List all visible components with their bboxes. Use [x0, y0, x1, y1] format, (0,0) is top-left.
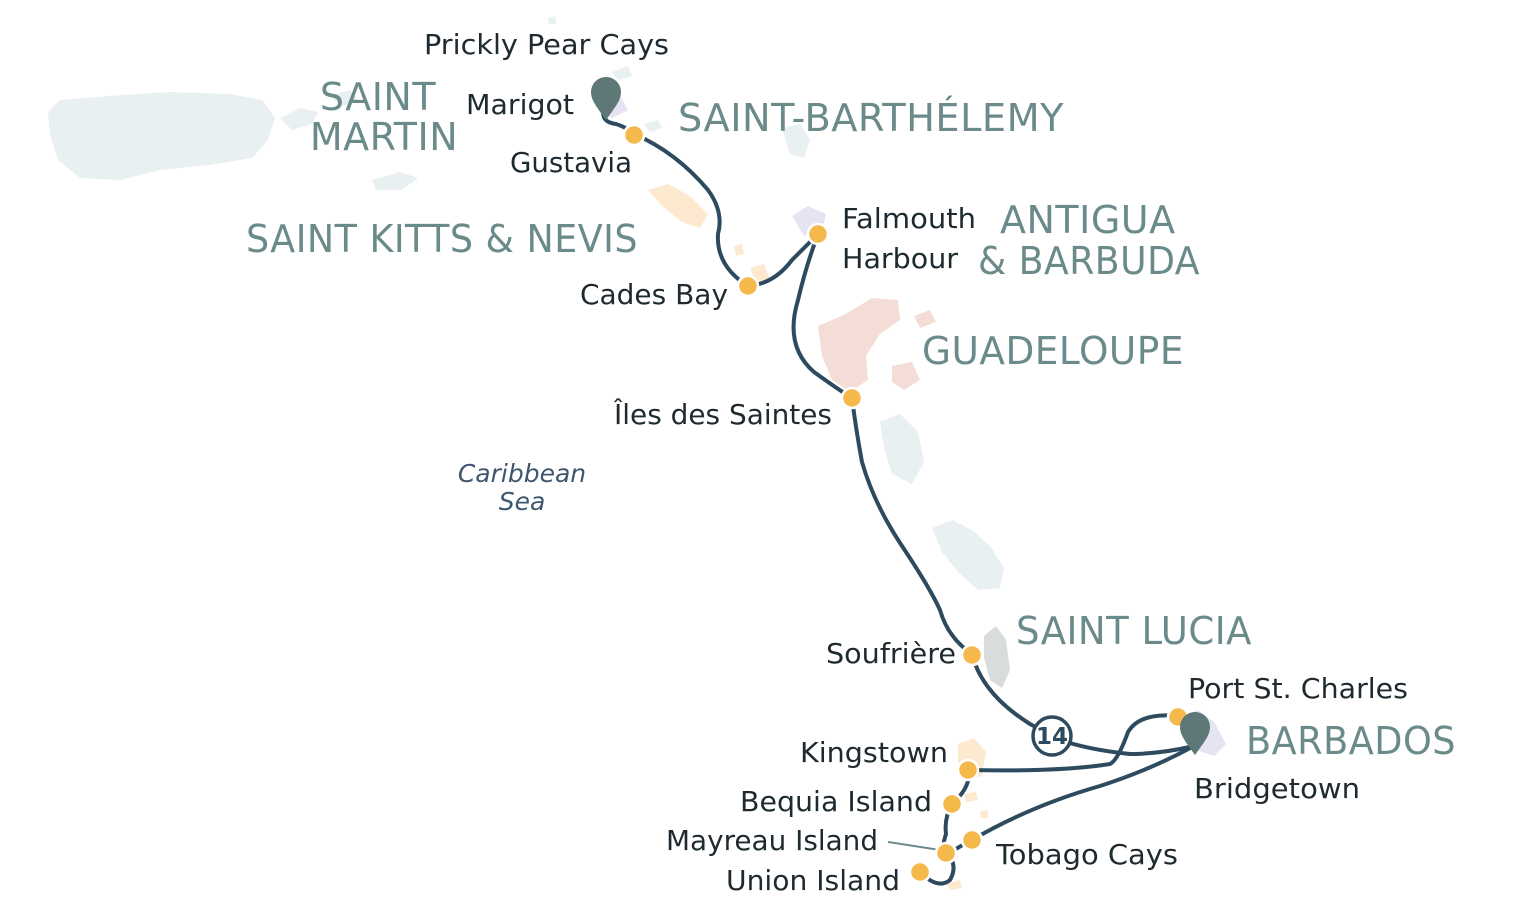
port-dot-bequia-island[interactable] — [940, 792, 964, 816]
label-antigua-line1: ANTIGUA — [1000, 198, 1176, 242]
land-bequia — [964, 792, 978, 802]
label-mayreau-island: Mayreau Island — [666, 824, 878, 857]
land-layer — [48, 16, 1226, 890]
land-virgin-islands-1 — [280, 108, 318, 130]
label-prickly-pear-cays: Prickly Pear Cays — [424, 28, 669, 61]
route-segment-gustavia-cades-bay — [632, 132, 750, 288]
label-saint-martin-line2: MARTIN — [310, 115, 458, 159]
port-labels: Prickly Pear Cays Marigot Gustavia Falmo… — [424, 28, 1408, 897]
label-kingstown: Kingstown — [800, 736, 948, 769]
label-bequia-island: Bequia Island — [740, 785, 932, 818]
map-pin-icon — [591, 77, 621, 120]
land-guadeloupe-grande-terre — [914, 310, 936, 328]
label-saint-lucia: SAINT LUCIA — [1016, 609, 1252, 653]
label-bridgetown: Bridgetown — [1194, 772, 1360, 805]
label-cades-bay: Cades Bay — [580, 278, 728, 311]
label-gustavia: Gustavia — [510, 146, 632, 179]
land-nevis — [734, 244, 744, 256]
label-falmouth-line1: Falmouth — [842, 202, 976, 235]
land-martinique — [932, 520, 1004, 590]
port-dot-iles-des-saintes[interactable] — [840, 386, 864, 410]
label-tobago-cays: Tobago Cays — [995, 838, 1178, 871]
land-saint-barth — [644, 120, 662, 132]
sea-label: Caribbean Sea — [458, 459, 586, 516]
port-dot-cades-bay[interactable] — [736, 274, 760, 298]
port-dot-kingstown[interactable] — [956, 758, 980, 782]
label-union-island: Union Island — [726, 864, 900, 897]
land-saba-statia — [782, 124, 810, 158]
map-pin-icon — [1180, 712, 1210, 755]
land-saint-lucia — [984, 626, 1010, 688]
label-saint-barthelemy: SAINT-BARTHÉLEMY — [678, 96, 1064, 140]
label-marigot: Marigot — [466, 88, 574, 121]
nights-badge-number: 14 — [1036, 724, 1068, 750]
land-dominica — [880, 414, 924, 484]
route-segment-iles-des-saintes-soufriere — [850, 396, 974, 656]
port-dot-tobago-cays[interactable] — [960, 828, 984, 852]
label-barbados: BARBADOS — [1246, 719, 1456, 763]
label-guadeloupe: GUADELOUPE — [922, 329, 1184, 373]
island-labels: SAINT MARTIN SAINT-BARTHÉLEMY SAINT KITT… — [246, 75, 1456, 763]
label-caribbean-sea-line1: Caribbean — [458, 459, 586, 488]
port-dot-mayreau-island[interactable] — [934, 841, 958, 865]
land-grenadines-2 — [946, 880, 962, 890]
route-segment-falmouth-iles-des-saintes — [791, 232, 854, 400]
label-saint-kitts-nevis: SAINT KITTS & NEVIS — [246, 217, 638, 261]
land-saint-kitts — [648, 184, 708, 228]
end-pin-bridgetown[interactable] — [1180, 712, 1210, 755]
nights-badge-circle — [1031, 715, 1073, 757]
label-port-st-charles: Port St. Charles — [1188, 672, 1408, 705]
label-iles-des-saintes: Îles des Saintes — [613, 397, 832, 431]
land-anguilla — [612, 66, 632, 80]
land-virgin-islands-4 — [548, 16, 556, 24]
nights-badge-icon: 14 — [1031, 715, 1073, 757]
land-puerto-rico — [48, 92, 275, 180]
port-dot-union-island[interactable] — [908, 860, 932, 884]
land-virgin-islands-2 — [330, 90, 358, 106]
label-soufriere: Soufrière — [826, 637, 956, 670]
land-grenadines-1 — [980, 810, 988, 818]
land-marie-galante — [892, 362, 920, 390]
mayreau-leader-line — [887, 841, 941, 851]
label-antigua-line2: & BARBUDA — [978, 239, 1200, 283]
port-dot-falmouth-harbour[interactable] — [806, 222, 830, 246]
label-falmouth-line2: Harbour — [842, 242, 958, 275]
label-saint-martin-line1: SAINT — [320, 75, 436, 119]
start-pin-marigot[interactable] — [591, 77, 621, 120]
land-guadeloupe-basse-terre — [818, 298, 900, 392]
label-caribbean-sea-line2: Sea — [499, 487, 546, 516]
land-virgin-islands-3 — [372, 172, 418, 190]
port-markers — [622, 123, 1190, 884]
port-dot-gustavia[interactable] — [622, 123, 646, 147]
port-dot-soufriere[interactable] — [960, 643, 984, 667]
